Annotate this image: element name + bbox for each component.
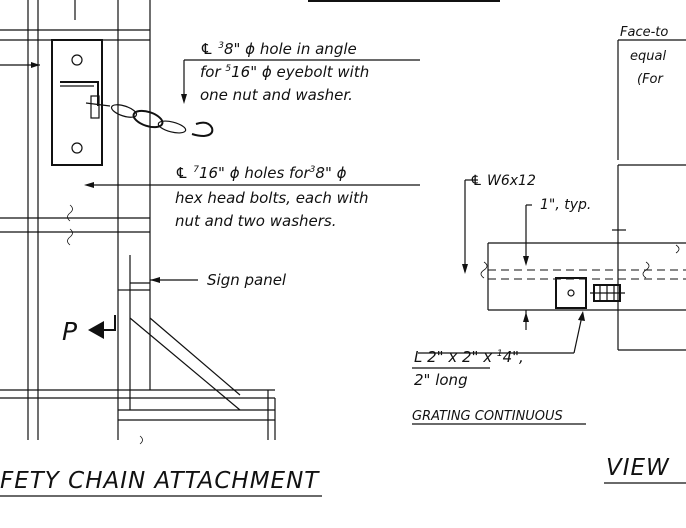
hole-angle-l2-sup: 5 bbox=[225, 64, 231, 74]
spacing-label: 1", typ. bbox=[540, 197, 591, 213]
face-note-l1: Face-to bbox=[620, 25, 668, 40]
mounting-angle-plate bbox=[51, 39, 111, 166]
svg-text:for 516" ϕ eyebolt with: for 516" ϕ eyebolt with bbox=[200, 63, 369, 81]
bolt-holes-l2: hex head bolts, each with bbox=[175, 189, 368, 207]
face-note-l3: (For bbox=[637, 72, 665, 87]
svg-text:℄ 716" ϕ holes for38" ϕ: ℄ 716" ϕ holes for38" ϕ bbox=[175, 164, 347, 182]
angle-size-l1-post: 4", bbox=[503, 348, 524, 366]
grating-label: GRATING CONTINUOUS bbox=[412, 409, 563, 424]
load-marker-label: P bbox=[62, 317, 78, 346]
svg-text:L 2" x 2" x 14",: L 2" x 2" x 14", bbox=[414, 348, 524, 366]
callout-hole-in-angle: ℄ 38" ϕ hole in angle for 516" ϕ eyebolt… bbox=[200, 40, 369, 104]
beam-label: ℄ W6x12 bbox=[470, 173, 536, 189]
bolt-holes-l1-mid: 16" ϕ holes for bbox=[199, 164, 311, 182]
callout-bolt-holes: ℄ 716" ϕ holes for38" ϕ hex head bolts, … bbox=[175, 164, 368, 230]
hole-angle-l1-sup: 3 bbox=[218, 41, 224, 51]
sign-panel-label: Sign panel bbox=[207, 271, 287, 289]
sign-panel-frame bbox=[0, 255, 276, 440]
bolt-holes-l1-sup2: 3 bbox=[310, 165, 316, 175]
hole-angle-l1-pre: ℄ bbox=[200, 40, 218, 58]
dimension-lines bbox=[418, 39, 686, 354]
post-column bbox=[0, 0, 151, 445]
hole-angle-l3: one nut and washer. bbox=[200, 86, 353, 104]
safety-chain bbox=[110, 104, 214, 138]
bolt-holes-l1-post: 8" ϕ bbox=[315, 164, 346, 182]
hole-angle-l2-post: 16" ϕ eyebolt with bbox=[231, 63, 369, 81]
load-marker: P bbox=[62, 315, 116, 346]
hole-angle-l2-pre: for bbox=[200, 63, 225, 81]
bolt-holes-l1-pre: ℄ bbox=[175, 164, 193, 182]
grating-section bbox=[480, 164, 686, 351]
angle-size-l2: 2" long bbox=[414, 371, 468, 389]
face-note-l2: equal bbox=[630, 49, 666, 64]
hole-angle-l1-post: 8" ϕ hole in angle bbox=[224, 40, 357, 58]
right-view-title: VIEW bbox=[606, 455, 670, 481]
leader-lines bbox=[0, 59, 420, 283]
bolt-holes-l1-sup: 7 bbox=[193, 165, 199, 175]
left-view-title: FETY CHAIN ATTACHMENT bbox=[0, 468, 320, 494]
bolt-holes-l3: nut and two washers. bbox=[175, 212, 337, 230]
angle-size-l1-pre: L 2" x 2" x bbox=[414, 348, 497, 366]
svg-text:℄ 38" ϕ hole in angle: ℄ 38" ϕ hole in angle bbox=[200, 40, 357, 58]
angle-size-l1-sup: 1 bbox=[497, 349, 503, 359]
